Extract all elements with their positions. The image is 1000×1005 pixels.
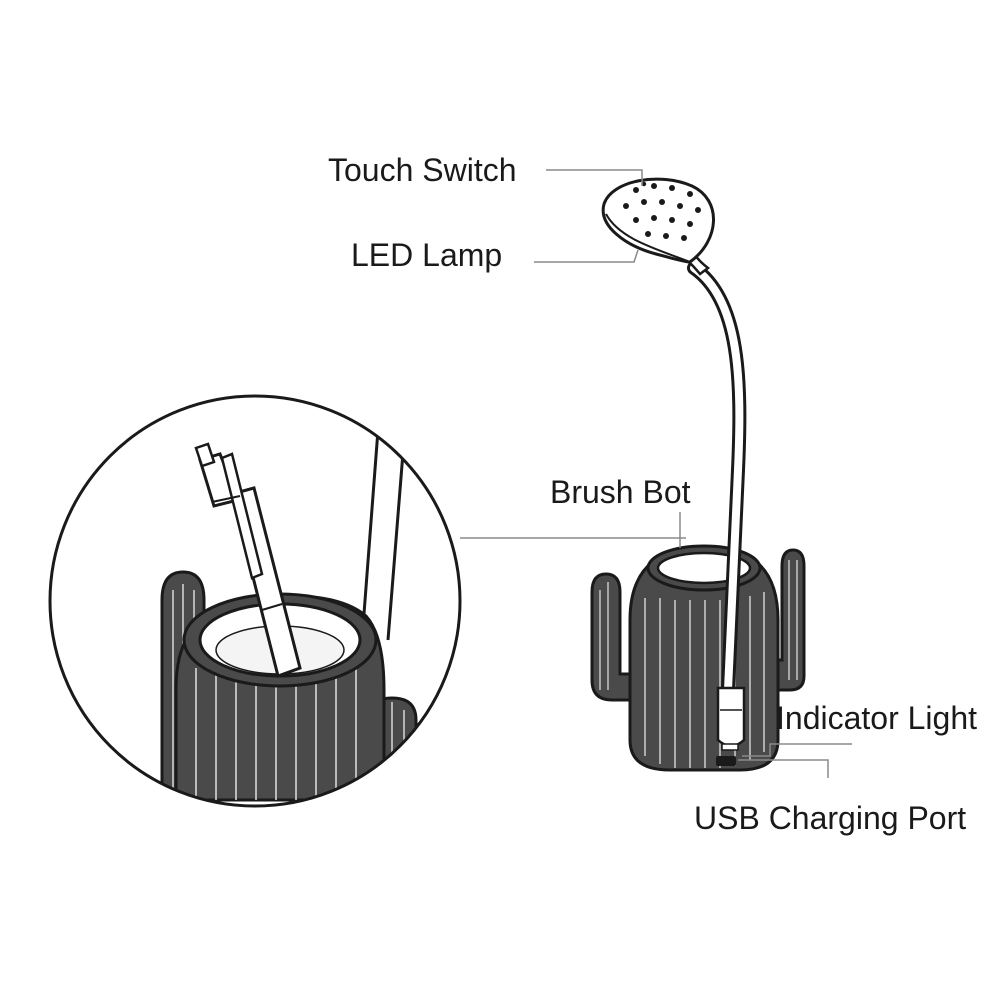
indicator-light-icon: [721, 743, 739, 751]
cactus-arm-right: [758, 548, 806, 692]
pen-icon: [194, 442, 302, 678]
leader-usb-port: [738, 759, 829, 778]
leader-indicator-light: [742, 743, 852, 757]
cactus-pen-holder-icon: [628, 544, 780, 772]
label-led-lamp: LED Lamp: [351, 237, 503, 273]
label-usb-charging-port: USB Charging Port: [694, 800, 967, 836]
zoom-detail: [160, 429, 418, 802]
leader-touch-switch: [546, 169, 643, 186]
zoom-circle-border: [48, 394, 462, 808]
label-touch-switch: Touch Switch: [328, 152, 517, 188]
leader-led-lamp: [534, 249, 639, 263]
label-brush-bot: Brush Bot: [550, 474, 691, 510]
label-indicator-light: Indicator Light: [776, 700, 978, 736]
usb-port-icon: [716, 756, 736, 766]
gooseneck-arm: [687, 261, 747, 748]
leader-lines: [534, 169, 852, 778]
cactus-arm-left: [590, 572, 662, 702]
led-lamp-head-icon: [601, 177, 715, 276]
